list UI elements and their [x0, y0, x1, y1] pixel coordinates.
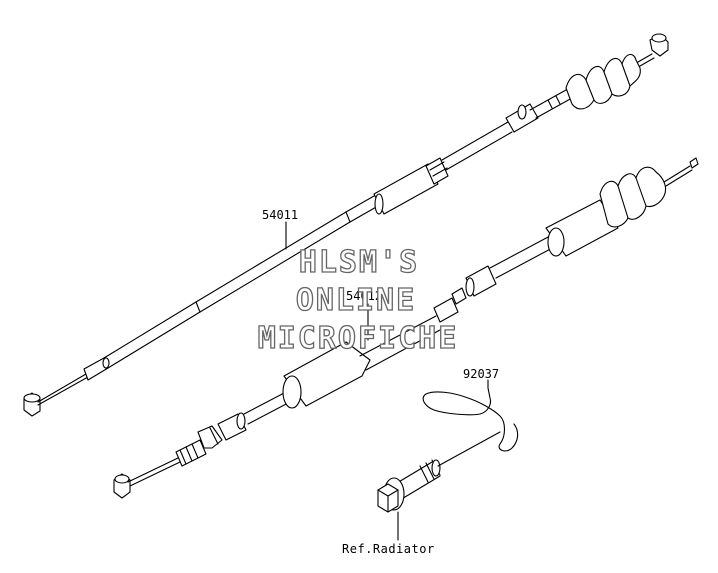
reference-note: Ref.Radiator [342, 542, 435, 556]
throttle-cable-54012 [113, 157, 699, 499]
bolt-ref-radiator [377, 431, 501, 513]
clip-92037 [422, 387, 519, 452]
watermark-line-1: HLSM'S [298, 245, 420, 280]
watermark-line-3: MICROFICHE [257, 321, 459, 356]
part-number-92037: 92037 [463, 367, 500, 381]
part-number-54011: 54011 [262, 208, 299, 222]
clutch-cable-54011 [23, 33, 669, 417]
part-number-54012: 54012 [346, 289, 383, 303]
watermark-line-2: ONLINE [295, 283, 417, 318]
